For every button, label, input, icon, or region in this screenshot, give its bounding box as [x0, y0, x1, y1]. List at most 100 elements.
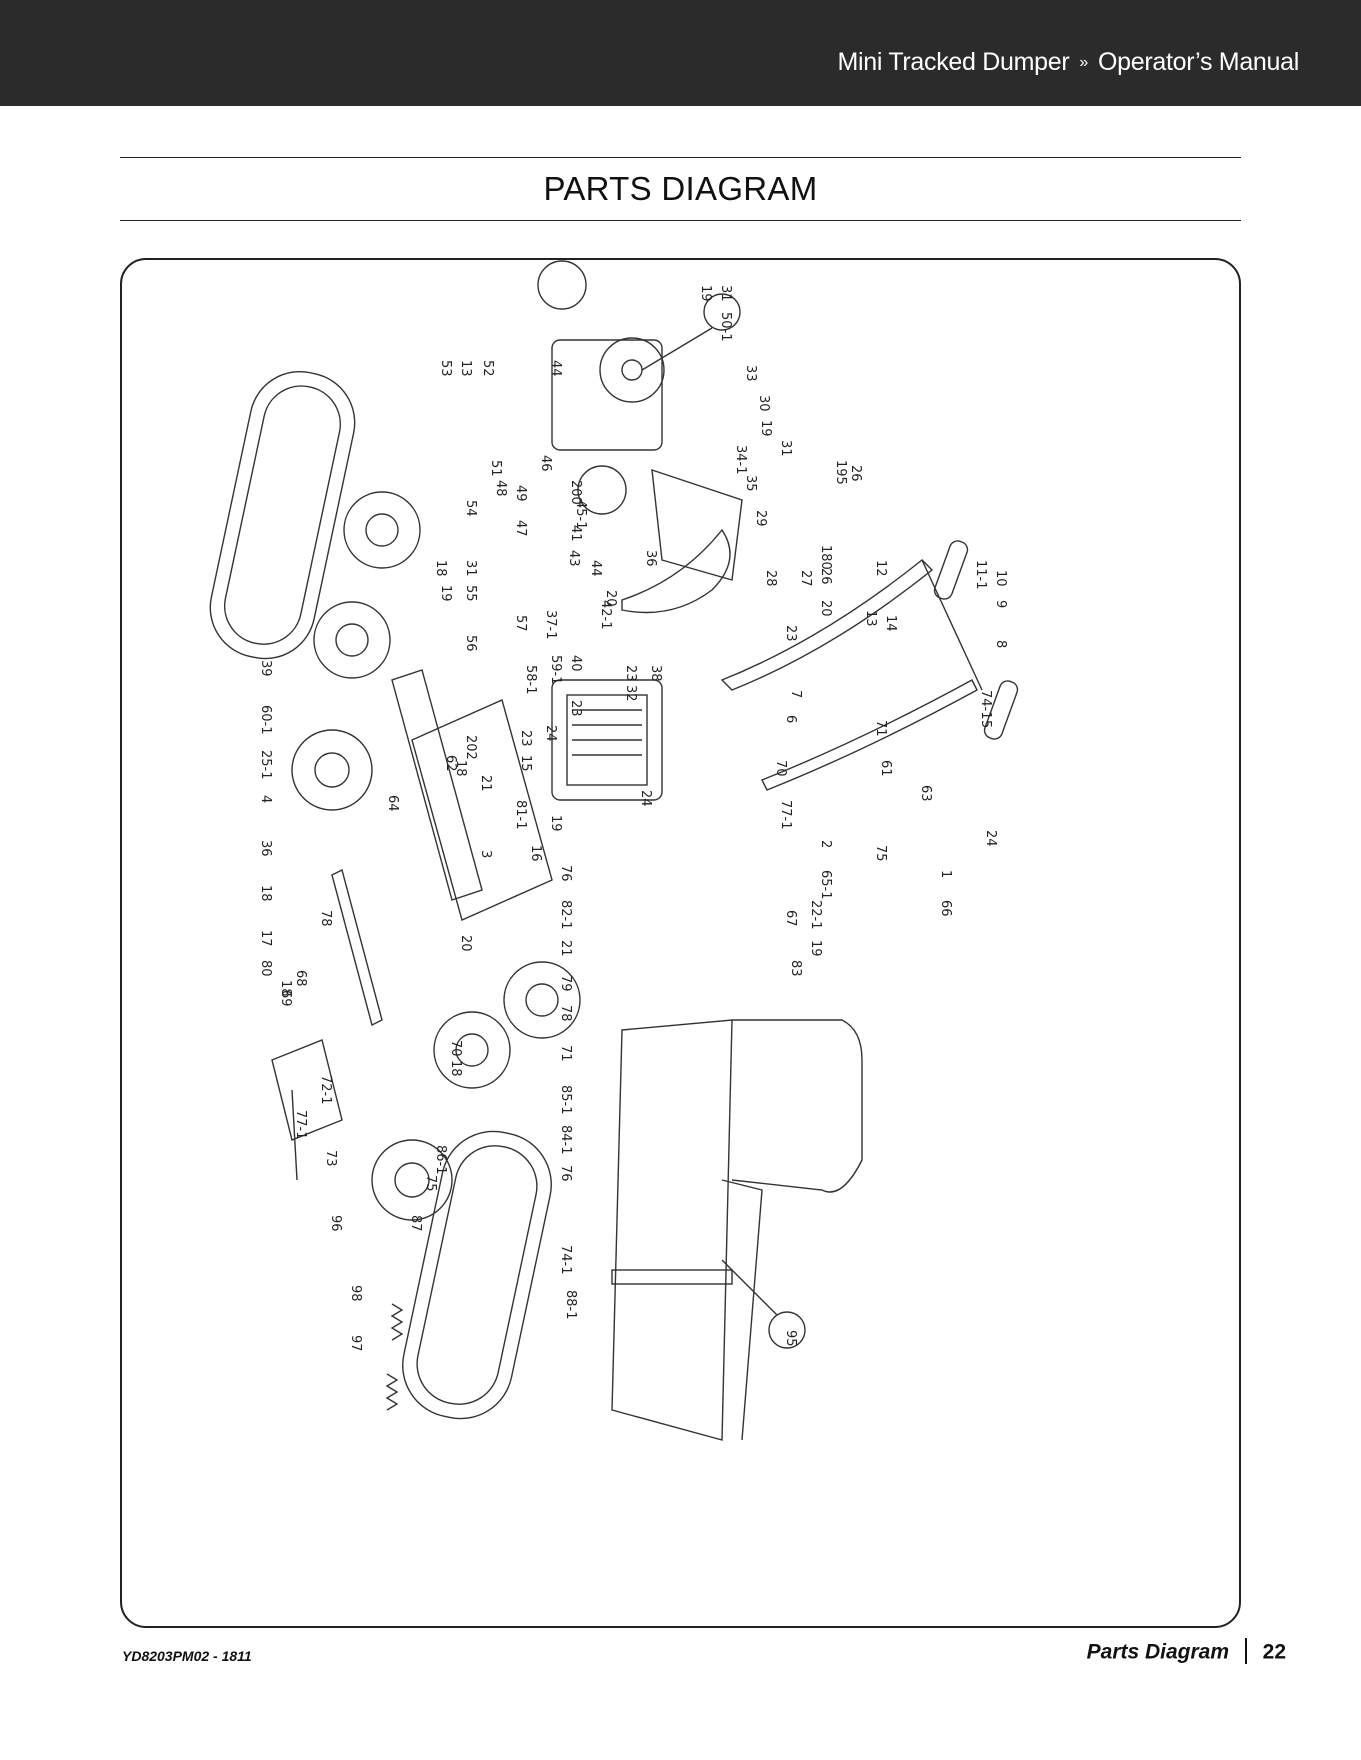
- part-label: 26: [818, 568, 833, 585]
- part-label: 202: [463, 735, 478, 760]
- part-label: 64: [385, 795, 400, 812]
- part-label: 58-1: [523, 665, 538, 695]
- part-label: 62: [443, 755, 458, 772]
- part-label: 9: [993, 600, 1008, 608]
- part-label: 11-1: [973, 560, 988, 590]
- part-label: 84-1: [558, 1125, 573, 1155]
- handlebar: [720, 540, 1019, 791]
- dump-bucket: [611, 1019, 863, 1441]
- part-label: 78: [558, 1005, 573, 1022]
- part-label: 18: [453, 760, 468, 777]
- part-label: 43: [566, 550, 581, 567]
- part-label: 1: [938, 870, 953, 878]
- part-label: 26: [848, 465, 863, 482]
- part-label: 44: [588, 560, 603, 577]
- part-label: 19: [698, 285, 713, 302]
- part-label: 76: [558, 865, 573, 882]
- part-label: 17: [258, 930, 273, 947]
- springs: [291, 1089, 404, 1411]
- part-label: 71: [558, 1045, 573, 1062]
- part-label: 86-1: [433, 1145, 448, 1175]
- part-label: 55: [463, 585, 478, 602]
- part-label: 98: [348, 1285, 363, 1302]
- part-label: 38: [648, 665, 663, 682]
- part-label: 15: [518, 755, 533, 772]
- part-label: 78: [318, 910, 333, 927]
- part-label: 82-1: [558, 900, 573, 930]
- footer-section: Parts Diagram: [1086, 1640, 1230, 1664]
- part-label: 87: [408, 1215, 423, 1232]
- part-label: 10: [993, 570, 1008, 587]
- part-label: 48: [493, 480, 508, 497]
- part-label: 4: [258, 795, 273, 803]
- part-label: 75: [873, 845, 888, 862]
- title-rule-bottom: [120, 220, 1241, 221]
- part-label: 77-1: [778, 800, 793, 830]
- part-label: 47: [513, 520, 528, 537]
- part-label: 24: [543, 725, 558, 742]
- part-label: 76: [558, 1165, 573, 1182]
- part-label: 23: [568, 700, 583, 717]
- callout-88-1: [768, 1311, 806, 1349]
- parts-diagram: 311950-144335313523019314634-15148200354…: [209, 260, 1019, 1441]
- part-label: 20: [603, 590, 618, 607]
- part-label: 19: [808, 940, 823, 957]
- part-label: 81-1: [513, 800, 528, 830]
- part-label: 77-1: [293, 1110, 308, 1140]
- part-label: 37-1: [543, 610, 558, 640]
- part-label: 68: [293, 970, 308, 987]
- part-label: 56: [463, 635, 478, 652]
- part-label: 21: [558, 940, 573, 957]
- part-label: 44: [548, 360, 563, 377]
- part-label: 24: [638, 790, 653, 807]
- part-label: 24: [983, 830, 998, 847]
- part-label: 52: [480, 360, 495, 377]
- part-label: 31: [463, 560, 478, 577]
- part-label: 2: [818, 840, 833, 848]
- transmission: [537, 260, 665, 515]
- part-label: 69: [278, 990, 293, 1007]
- part-label: 50-1: [718, 312, 733, 342]
- part-label: 40: [568, 655, 583, 672]
- part-label: 19: [548, 815, 563, 832]
- page-number: 22: [1262, 1640, 1286, 1664]
- part-label: 195: [833, 460, 848, 485]
- part-label: 18: [448, 1060, 463, 1077]
- part-label: 28: [763, 570, 778, 587]
- part-label: 27: [798, 570, 813, 587]
- part-label: 35: [743, 475, 758, 492]
- part-label: 32: [623, 685, 638, 702]
- part-label: 34-1: [733, 445, 748, 475]
- part-label: 29: [753, 510, 768, 527]
- part-label: 66: [938, 900, 953, 917]
- part-label: 61: [878, 760, 893, 777]
- track-right: [402, 1130, 552, 1420]
- part-label: 41: [568, 525, 583, 542]
- part-label: 14: [883, 615, 898, 632]
- part-label: 18: [258, 885, 273, 902]
- part-label: 21: [478, 775, 493, 792]
- part-label: 49: [513, 485, 528, 502]
- header-title: Mini Tracked Dumper»Operator’s Manual: [837, 48, 1299, 77]
- track-left: [209, 370, 356, 660]
- part-label: 31: [778, 440, 793, 457]
- part-label: 57: [513, 615, 528, 632]
- part-label: 36: [258, 840, 273, 857]
- part-label: 16: [528, 845, 543, 862]
- part-label: 70: [448, 1040, 463, 1057]
- part-label: 19: [758, 420, 773, 437]
- title-rule-top: [120, 157, 1241, 158]
- part-label: 3: [478, 850, 493, 858]
- page-title: PARTS DIAGRAM: [543, 170, 818, 207]
- part-label: 23: [623, 665, 638, 682]
- part-label: 45-1: [573, 500, 588, 530]
- engine: [551, 679, 663, 801]
- header-product: Mini Tracked Dumper: [837, 48, 1070, 76]
- part-label: 54: [463, 500, 478, 517]
- part-label: 22-1: [808, 900, 823, 930]
- part-label: 72-1: [318, 1075, 333, 1105]
- footer-divider: [1245, 1638, 1247, 1664]
- part-label: 180: [818, 545, 833, 570]
- part-label: 65-1: [818, 870, 833, 900]
